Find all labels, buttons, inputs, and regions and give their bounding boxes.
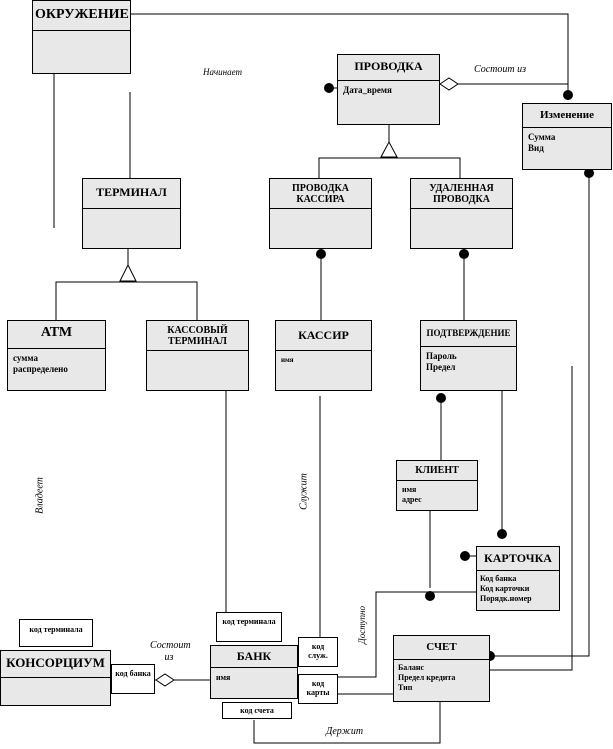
class-consortium: КОНСОРЦИУМ xyxy=(0,650,111,706)
qualifier-bank-code: код банка xyxy=(111,664,155,694)
attr-limit: Предел xyxy=(426,362,456,372)
attr-password: Пароль xyxy=(426,351,457,361)
attr-bank-code: Код банка xyxy=(480,574,517,583)
qualifier-employee-code: код служ. xyxy=(298,637,338,667)
attr-address: адрес xyxy=(402,495,422,504)
attr-datetime: Дата_время xyxy=(343,85,392,95)
attr-type: Тип xyxy=(398,683,413,692)
assoc-label-consists-of-bottom-text: Состоит из xyxy=(150,640,191,663)
attr-amount: сумма xyxy=(13,353,38,363)
class-change-name: Изменение xyxy=(523,104,611,128)
class-bank-name: БАНК xyxy=(211,646,297,668)
class-terminal: ТЕРМИНАЛ xyxy=(82,178,181,249)
qualifier-card-code: код карты xyxy=(298,674,338,704)
attr-bank-name: имя xyxy=(216,673,231,682)
class-terminal-name: ТЕРМИНАЛ xyxy=(83,179,180,209)
class-card-name: КАРТОЧКА xyxy=(477,547,559,571)
assoc-label-holds: Держит xyxy=(326,726,364,737)
class-account: СЧЕТ Баланс Предел кредита Тип xyxy=(393,635,490,702)
attr-cashier-name: имя xyxy=(281,356,294,364)
class-change: Изменение Сумма Вид xyxy=(522,103,612,170)
attr-kind: Вид xyxy=(528,143,544,153)
class-remote-transaction: УДАЛЕННАЯ ПРОВОДКА xyxy=(410,178,513,249)
class-cashier-transaction-name: ПРОВОДКА КАССИРА xyxy=(270,179,371,209)
qualifier-account-code: код счета xyxy=(222,702,292,719)
qualifier-terminal-code-bank: код терминала xyxy=(216,612,282,642)
assoc-label-owns: Владеет xyxy=(34,477,46,514)
class-transaction-name: ПРОВОДКА xyxy=(338,55,439,81)
class-transaction: ПРОВОДКА Дата_время xyxy=(337,54,440,125)
attr-sum: Сумма xyxy=(528,132,556,142)
class-cash-terminal-name: КАССОВЫЙ ТЕРМИНАЛ xyxy=(147,321,248,351)
attr-dispensed: распределено xyxy=(13,364,68,374)
class-cashier: КАССИР имя xyxy=(275,320,372,391)
class-cash-terminal: КАССОВЫЙ ТЕРМИНАЛ xyxy=(146,320,249,391)
class-account-name: СЧЕТ xyxy=(394,636,489,660)
attr-serial-number: Порядк.номер xyxy=(480,594,532,603)
class-cashier-name: КАССИР xyxy=(276,321,371,351)
attr-balance: Баланс xyxy=(398,663,425,672)
class-remote-transaction-name: УДАЛЕННАЯ ПРОВОДКА xyxy=(411,179,512,209)
class-confirmation-name: ПОДТВЕРЖДЕНИЕ xyxy=(421,321,516,347)
class-client: КЛИЕНТ имя адрес xyxy=(396,460,478,511)
class-consortium-name: КОНСОРЦИУМ xyxy=(1,651,110,678)
attr-credit-limit: Предел кредита xyxy=(398,673,456,682)
qualifier-terminal-code-consortium: код терминала xyxy=(19,619,93,647)
attr-card-code: Код карточки xyxy=(480,584,530,593)
assoc-label-employs: Служит xyxy=(298,473,310,510)
class-atm-name: АТМ xyxy=(8,321,105,349)
assoc-label-starts: Начинает xyxy=(203,67,243,77)
class-cashier-transaction: ПРОВОДКА КАССИРА xyxy=(269,178,372,249)
class-environment-name: ОКРУЖЕНИЕ xyxy=(33,1,130,31)
class-card: КАРТОЧКА Код банка Код карточки Порядк.н… xyxy=(476,546,560,611)
assoc-label-accesses: Доступно xyxy=(357,606,367,644)
class-confirmation: ПОДТВЕРЖДЕНИЕ Пароль Предел xyxy=(420,320,517,391)
assoc-label-consists-of-top: Состоит из xyxy=(474,64,527,75)
class-environment: ОКРУЖЕНИЕ xyxy=(32,0,131,74)
assoc-label-consists-of-bottom: Состоит из xyxy=(150,640,191,664)
attr-client-name: имя xyxy=(402,485,417,494)
class-atm: АТМ сумма распределено xyxy=(7,320,106,391)
class-client-name: КЛИЕНТ xyxy=(397,461,477,481)
class-bank: БАНК имя xyxy=(210,645,298,699)
